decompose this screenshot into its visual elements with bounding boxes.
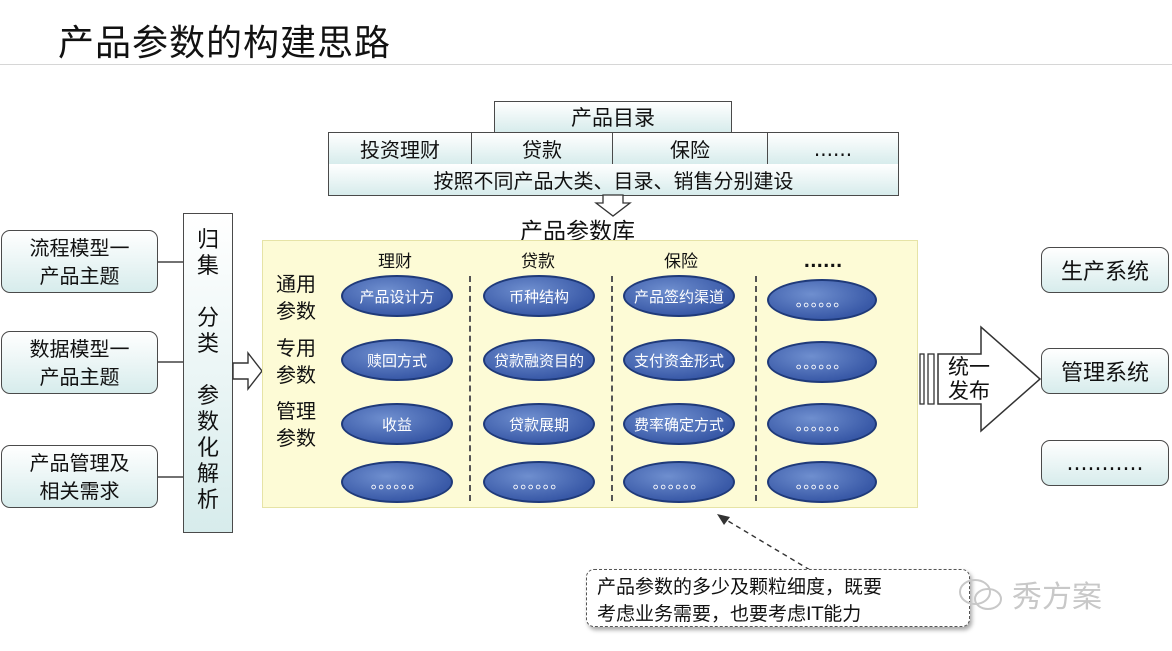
page-title: 产品参数的构建思路 <box>58 23 392 64</box>
parameter-ellipse: 。。。。。。 <box>767 279 877 321</box>
watermark-text: 秀方案 <box>1012 580 1102 615</box>
callout-connector <box>717 514 811 571</box>
title-divider <box>0 64 1172 65</box>
catalog-note: 按照不同产品大类、目录、销售分别建设 <box>328 164 899 196</box>
catalog-category: 贷款 <box>472 133 613 165</box>
wechat-icon <box>959 579 1002 610</box>
column-divider <box>755 276 757 501</box>
row-header: 专用 参数 <box>276 336 316 387</box>
row-header: 通用 参数 <box>276 272 316 323</box>
column-header: ...... <box>803 252 843 272</box>
system-management: 管理系统 <box>1041 348 1169 394</box>
parameter-ellipse: 支付资金形式 <box>623 339 735 381</box>
parameter-ellipse: 。。。。。。 <box>767 341 877 383</box>
column-header: 保险 <box>664 252 698 272</box>
parameter-ellipse: 贷款融资目的 <box>483 339 595 381</box>
catalog-category: 保险 <box>613 133 768 165</box>
source-process-model: 流程模型一 产品主题 <box>1 230 158 293</box>
publish-label: 统一 发布 <box>948 355 990 403</box>
right-arrow-icon <box>232 351 263 392</box>
note-callout: 产品参数的多少及颗粒细度，既要 考虑业务需要，也要考虑IT能力 <box>586 569 970 627</box>
source-requirements: 产品管理及 相关需求 <box>1 445 158 508</box>
catalog-category: 投资理财 <box>328 133 472 165</box>
process-box: 归 集 分 类 参 数 化 解 析 <box>183 213 233 533</box>
parameter-ellipse: 产品签约渠道 <box>623 275 735 317</box>
parameter-ellipse: 赎回方式 <box>341 339 453 381</box>
column-divider <box>611 276 613 501</box>
parameter-ellipse: 。。。。。。 <box>623 461 735 503</box>
parameter-ellipse: 。。。。。。 <box>767 403 877 445</box>
source-connectors <box>158 261 183 478</box>
system-other: ........... <box>1041 440 1169 486</box>
parameter-ellipse: 贷款展期 <box>483 403 595 445</box>
column-header: 理财 <box>378 252 412 272</box>
catalog-categories: 投资理财 贷款 保险 ...... <box>328 132 899 165</box>
source-data-model: 数据模型一 产品主题 <box>1 331 158 394</box>
catalog-category: ...... <box>768 133 899 165</box>
down-arrow-icon <box>594 194 632 217</box>
parameter-ellipse: 费率确定方式 <box>623 403 735 445</box>
parameter-ellipse: 。。。。。。 <box>767 461 877 503</box>
catalog-header: 产品目录 <box>494 101 732 133</box>
parameter-ellipse: 币种结构 <box>483 275 595 317</box>
parameter-ellipse: 产品设计方 <box>341 275 453 317</box>
system-production: 生产系统 <box>1041 247 1169 293</box>
parameter-ellipse: 。。。。。。 <box>483 461 595 503</box>
publish-arrow-icon <box>919 325 1042 433</box>
parameter-ellipse: 收益 <box>341 403 453 445</box>
column-header: 贷款 <box>521 252 555 272</box>
parameter-ellipse: 。。。。。。 <box>341 461 453 503</box>
column-divider <box>469 276 471 501</box>
row-header: 管理 参数 <box>276 399 316 450</box>
